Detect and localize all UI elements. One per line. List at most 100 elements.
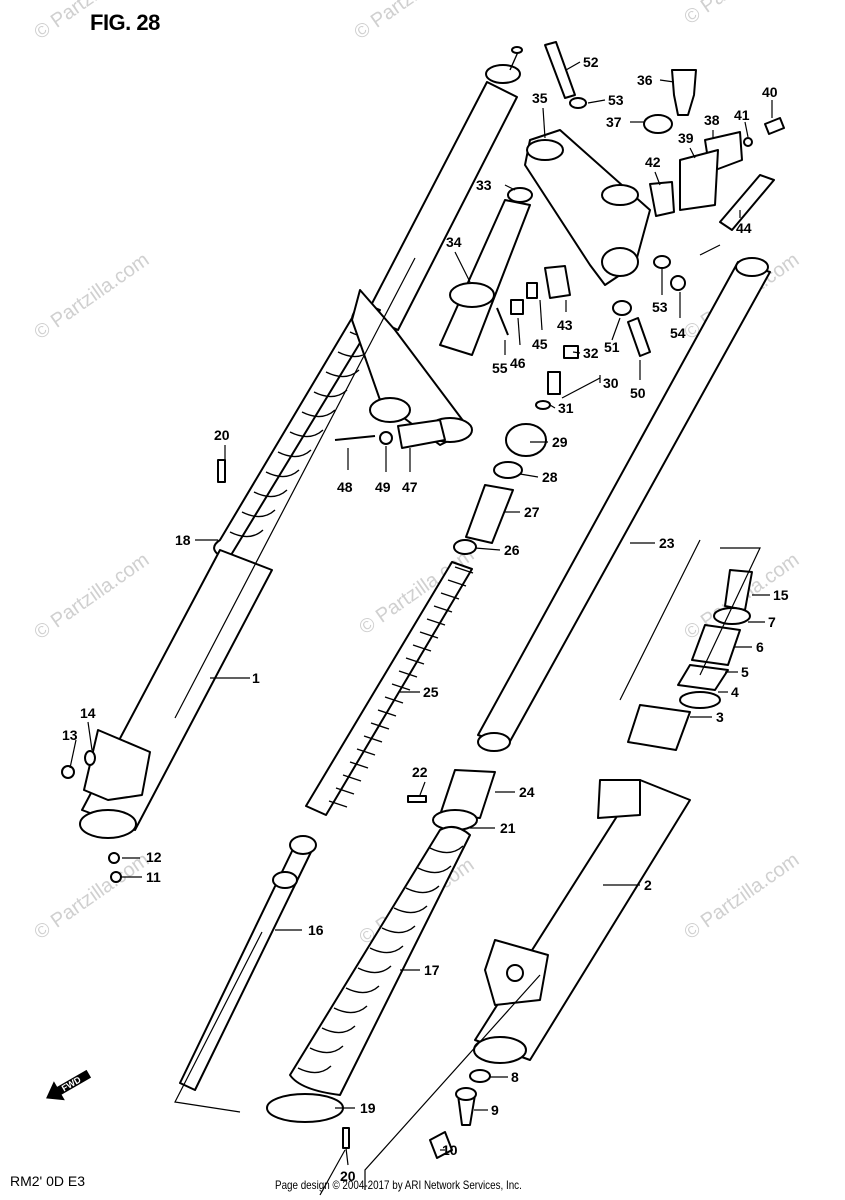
callout-1: 1 [252, 670, 260, 686]
callout-2: 2 [644, 877, 652, 893]
callout-55: 55 [492, 360, 508, 376]
callout-31: 31 [558, 400, 574, 416]
screw-20-lower [342, 1127, 350, 1149]
callout-34: 34 [446, 234, 462, 250]
washer-53-top [569, 97, 587, 109]
nut-54 [670, 275, 686, 291]
callout-14: 14 [80, 705, 96, 721]
fork-spring [305, 561, 474, 816]
watermark-text: © Partzilla.com [30, 249, 153, 344]
callout-51: 51 [604, 339, 620, 355]
callout-10: 10 [442, 1142, 458, 1158]
callout-22: 22 [412, 764, 428, 780]
callout-19: 19 [360, 1100, 376, 1116]
washer-37 [643, 114, 673, 134]
callout-29: 29 [552, 434, 568, 450]
callout-9: 9 [491, 1102, 499, 1118]
callout-16: 16 [308, 922, 324, 938]
bolt-40 [764, 117, 785, 135]
fork-cap-top [509, 51, 519, 71]
front-arrow-icon: FWD [46, 1069, 92, 1101]
callout-6: 6 [756, 639, 764, 655]
callout-45: 45 [532, 336, 548, 352]
callout-35: 35 [532, 90, 548, 106]
watermark-text: © Partzilla.com [350, 0, 473, 44]
callout-26: 26 [504, 542, 520, 558]
callout-13: 13 [62, 727, 78, 743]
bolt-52 [544, 41, 576, 99]
damper-43 [544, 265, 571, 299]
callout-17: 17 [424, 962, 440, 978]
inner-tube-left [365, 81, 518, 331]
spacer-46 [510, 299, 524, 315]
screw-22 [407, 795, 427, 803]
callout-20-upper: 20 [214, 427, 230, 443]
upper-bracket-clamp-b [601, 184, 639, 206]
leader-lines [69, 61, 773, 1166]
plug-32 [563, 345, 579, 359]
screw-20-upper [217, 459, 226, 483]
fork-cap-left [485, 64, 521, 84]
callout-37: 37 [606, 114, 622, 130]
bushing-24 [439, 769, 496, 819]
washer-51 [612, 300, 632, 316]
callout-53-top: 53 [608, 92, 624, 108]
callout-39: 39 [678, 130, 694, 146]
callout-labels: 1 2 3 4 5 6 7 8 9 10 11 12 13 14 15 16 1… [62, 54, 789, 1184]
clamp-plate-47 [397, 419, 446, 449]
watermark-text: © Partzilla.com [680, 849, 803, 944]
spacer-27 [465, 484, 514, 544]
seat-26 [453, 539, 477, 555]
bolt-9-head [455, 1087, 477, 1101]
callout-4: 4 [731, 684, 739, 700]
spacer-45 [526, 282, 538, 299]
page-footer: Page design © 2004-2017 by ARI Network S… [275, 1178, 522, 1192]
bolt-50 [627, 317, 651, 357]
callout-21: 21 [500, 820, 516, 836]
callout-49: 49 [375, 479, 391, 495]
callout-12: 12 [146, 849, 162, 865]
bolt-13 [61, 765, 75, 779]
assembly-guides [174, 244, 761, 1196]
callout-42: 42 [645, 154, 661, 170]
valve-30 [547, 371, 561, 395]
ring-7 [713, 607, 751, 625]
callout-5: 5 [741, 664, 749, 680]
callout-11: 11 [146, 869, 161, 885]
callout-30: 30 [603, 375, 619, 391]
callout-36: 36 [637, 72, 653, 88]
axle-hole [506, 964, 524, 982]
guide-bracket-inner [319, 539, 701, 1196]
damper-42 [649, 181, 675, 217]
guide-bracket-left [174, 257, 416, 1113]
left-fork-assembly [61, 46, 523, 883]
callout-41: 41 [734, 107, 750, 123]
bolt-10 [429, 1131, 453, 1159]
outer-tube-left-axle-boss [83, 729, 151, 801]
damper-rod-16-head [289, 835, 317, 855]
dust-boot-right [289, 825, 471, 1096]
callout-33: 33 [476, 177, 492, 193]
boot-clamp-19 [266, 1093, 344, 1123]
seal-4 [679, 691, 721, 709]
callout-15: 15 [773, 587, 789, 603]
ring-3 [627, 704, 691, 751]
outer-tube-left-bottom [79, 809, 137, 839]
inner-tube-right-top [735, 257, 769, 277]
inner-tube-right-bottom [477, 732, 511, 752]
stem-collar-34 [449, 282, 495, 308]
cap-bolt-29 [505, 423, 547, 457]
callout-46: 46 [510, 355, 526, 371]
bolt-48 [334, 435, 376, 441]
callout-43: 43 [557, 317, 573, 333]
guide-bracket-right [364, 244, 761, 1190]
callout-52: 52 [583, 54, 599, 70]
callout-50: 50 [630, 385, 646, 401]
callout-25: 25 [423, 684, 439, 700]
holder-39 [679, 149, 719, 211]
watermark-text: © Partzilla.com [30, 0, 153, 44]
fork-cap-knob [511, 46, 523, 54]
watermark-text: © Partzilla.com [30, 549, 153, 644]
upper-bracket-assembly [496, 41, 785, 357]
